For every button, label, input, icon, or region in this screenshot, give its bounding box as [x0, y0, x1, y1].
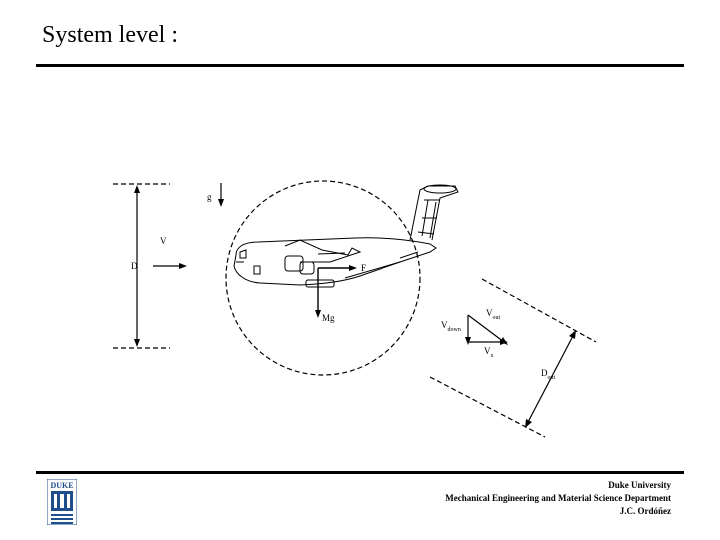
mg-arrow-head — [315, 310, 321, 318]
label-d: D — [131, 261, 138, 271]
dout-lower-dashed-line — [429, 376, 546, 438]
g-arrow-head — [218, 199, 224, 207]
vdown-arrow-head — [465, 337, 471, 345]
label-v: V — [160, 236, 167, 246]
vx-arrow-head — [500, 339, 508, 345]
aircraft-drawing — [233, 184, 459, 288]
label-f: F — [361, 263, 366, 273]
footer-credits: Duke University Mechanical Engineering a… — [445, 479, 671, 518]
footer-department: Mechanical Engineering and Material Scie… — [445, 493, 671, 503]
dout-upper-dashed-line — [481, 278, 597, 343]
bottom-divider — [36, 471, 684, 474]
top-divider — [36, 64, 684, 67]
d-arrow-down — [134, 339, 140, 347]
logo-text: DUKE — [50, 481, 73, 490]
label-v-x: Vx — [484, 346, 494, 359]
label-mg: Mg — [322, 313, 335, 323]
d-arrow-up — [134, 185, 140, 193]
footer-author: J.C. Ordóñez — [619, 506, 671, 516]
slide-title: System level : — [42, 22, 178, 48]
f-arrow-head — [349, 265, 357, 271]
duke-logo: DUKE — [47, 479, 77, 525]
label-v-out: Vout — [486, 308, 501, 321]
label-d-out: Dout — [541, 368, 556, 381]
dout-dimension-line — [526, 333, 575, 425]
control-volume-circle — [225, 180, 421, 376]
dout-arrow-upper — [569, 330, 576, 339]
v-arrow-head — [179, 263, 187, 269]
dout-arrow-lower — [525, 419, 532, 428]
label-g: g — [207, 192, 212, 202]
label-v-down: Vdown — [441, 320, 461, 333]
footer-university: Duke University — [608, 480, 671, 490]
